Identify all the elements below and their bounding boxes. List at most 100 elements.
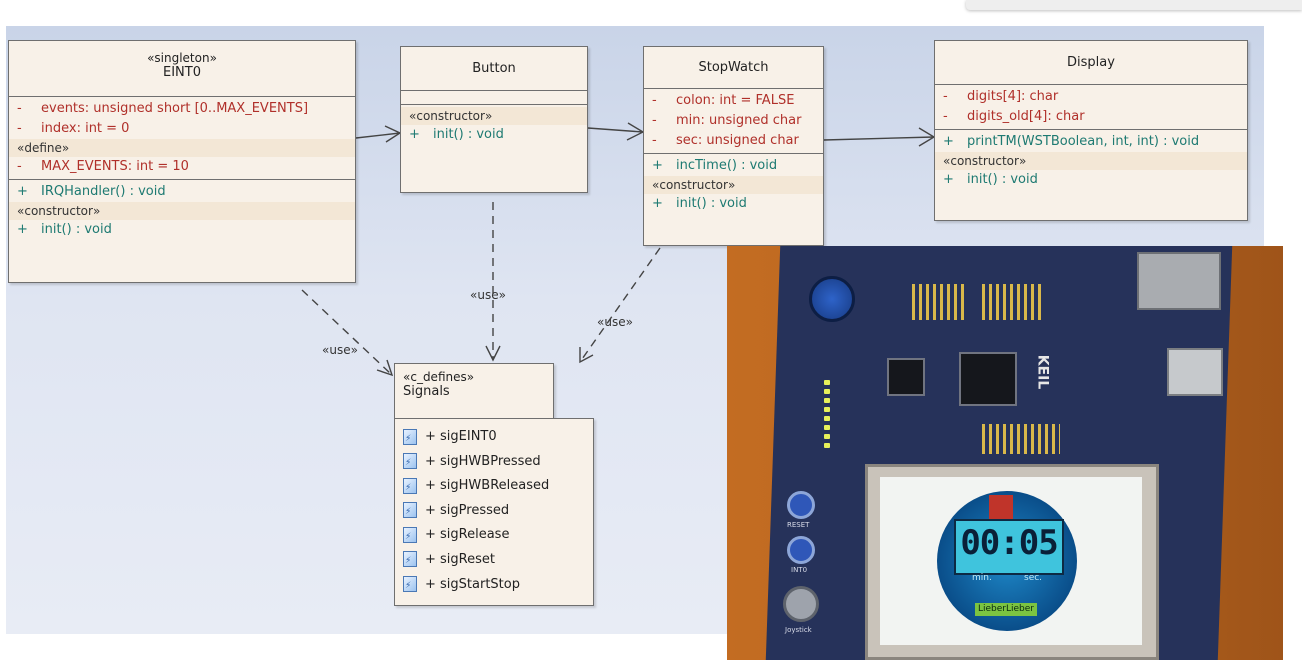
class-eint0-attributes: -events: unsigned short [0..MAX_EVENTS] … [9, 97, 355, 180]
attribute-row: -digits_old[4]: char [943, 109, 1085, 124]
assoc-button-stopwatch [587, 127, 644, 133]
use-eint0-signals-arrowhead [376, 359, 394, 377]
class-eint0-name: EINT0 [163, 65, 201, 80]
use-label-stopwatch: «use» [597, 315, 633, 329]
use-stopwatch-signals-arrowhead [579, 347, 594, 364]
assoc-stopwatch-display [823, 136, 935, 141]
signal-icon [403, 574, 417, 599]
use-button-signals-arrowhead [485, 345, 501, 362]
chip-main [959, 352, 1017, 406]
reset-button [787, 491, 815, 519]
ethernet-port [1137, 252, 1221, 310]
pin-header [982, 424, 1060, 454]
led [824, 398, 830, 403]
signal-icon [403, 525, 417, 549]
pin-header [912, 284, 968, 320]
int0-button [787, 536, 815, 564]
led [824, 434, 830, 439]
board-photo: KEIL RESET INT0 Joystick 00:05 [727, 246, 1283, 660]
class-button-operations: «constructor» +init() : void [401, 105, 587, 147]
class-stopwatch[interactable]: StopWatch -colon: int = FALSE -min: unsi… [643, 46, 824, 246]
signal-icon [403, 451, 417, 476]
signal-item[interactable]: + sigPressed [395, 499, 593, 525]
attribute-row: -min: unsigned char [652, 113, 802, 128]
use-stopwatch-signals [579, 247, 661, 363]
stopwatch-unit-sec: sec. [1024, 573, 1043, 583]
use-label-eint0: «use» [322, 343, 358, 357]
led [824, 443, 830, 448]
joystick [783, 586, 819, 622]
class-stopwatch-attributes: -colon: int = FALSE -min: unsigned char … [644, 89, 823, 154]
potentiometer [809, 276, 855, 322]
class-button-attributes [401, 91, 587, 105]
signal-item[interactable]: + sigEINT0 [395, 425, 593, 451]
led [824, 389, 830, 394]
use-label-button: «use» [470, 288, 506, 302]
signal-item[interactable]: + sigStartStop [395, 573, 593, 599]
constructor-stereotype: «constructor» [935, 152, 1247, 170]
class-eint0-operations: +IRQHandler() : void «constructor» +init… [9, 180, 355, 242]
lcd-module: 00:05 min. sec. LieberLieber [865, 464, 1159, 660]
constructor-row: +init() : void [943, 172, 1038, 187]
led [824, 416, 830, 421]
class-eint0[interactable]: «singleton» EINT0 -events: unsigned shor… [8, 40, 356, 283]
signals-list: + sigEINT0 + sigHWBPressed + sigHWBRelea… [394, 418, 594, 606]
signal-item[interactable]: + sigHWBPressed [395, 450, 593, 476]
led [824, 380, 830, 385]
constructor-row: +init() : void [409, 127, 504, 142]
signal-icon [403, 500, 417, 525]
class-eint0-stereotype: «singleton» [147, 51, 217, 65]
int0-label: INT0 [791, 566, 808, 574]
constructor-row: +init() : void [652, 196, 747, 211]
attribute-row: -events: unsigned short [0..MAX_EVENTS] [17, 101, 309, 116]
use-eint0-signals [301, 289, 393, 376]
signal-item[interactable]: + sigHWBReleased [395, 474, 593, 500]
class-stopwatch-operations: +incTime() : void «constructor» +init() … [644, 154, 823, 216]
reset-label: RESET [787, 521, 810, 529]
led [824, 407, 830, 412]
attribute-row: -index: int = 0 [17, 121, 130, 136]
signal-icon [403, 427, 417, 451]
signals-header[interactable]: «c_defines» Signals [394, 363, 554, 420]
operation-row: +IRQHandler() : void [17, 184, 166, 199]
constructor-stereotype: «constructor» [9, 202, 355, 220]
signal-item[interactable]: + sigRelease [395, 523, 593, 549]
constructor-stereotype: «constructor» [644, 176, 823, 194]
class-display[interactable]: Display -digits[4]: char -digits_old[4]:… [934, 40, 1248, 221]
define-row: -MAX_EVENTS: int = 10 [17, 159, 189, 174]
attribute-row: -digits[4]: char [943, 89, 1059, 104]
usb-port [1167, 348, 1223, 396]
signal-icon [403, 476, 417, 500]
constructor-row: +init() : void [17, 222, 112, 237]
stopwatch-unit-min: min. [972, 573, 992, 583]
class-button-header: Button [401, 47, 587, 91]
signal-item[interactable]: + sigReset [395, 548, 593, 574]
led [824, 425, 830, 430]
class-stopwatch-header: StopWatch [644, 47, 823, 89]
chip-small [887, 358, 925, 396]
stopwatch-time: 00:05 [960, 523, 1058, 563]
operation-row: +printTM(WSTBoolean, int, int) : void [943, 134, 1200, 149]
class-display-attributes: -digits[4]: char -digits_old[4]: char [935, 85, 1247, 130]
operation-row: +incTime() : void [652, 158, 778, 173]
board-brand: KEIL [1034, 354, 1051, 390]
lieberlieber-badge: LieberLieber [975, 603, 1037, 616]
class-eint0-header: «singleton» EINT0 [9, 41, 355, 97]
attribute-row: -sec: unsigned char [652, 133, 799, 148]
lcd-screen: 00:05 min. sec. LieberLieber [880, 477, 1142, 645]
class-display-operations: +printTM(WSTBoolean, int, int) : void «c… [935, 130, 1247, 192]
attribute-row: -colon: int = FALSE [652, 93, 795, 108]
pin-header [982, 284, 1044, 320]
class-button[interactable]: Button «constructor» +init() : void [400, 46, 588, 193]
stopwatch-brand-icon [989, 495, 1013, 519]
define-stereotype: «define» [9, 139, 355, 157]
assoc-eint0-button [355, 132, 401, 139]
signal-icon [403, 549, 417, 574]
signals-stereotype: «c_defines» [403, 370, 475, 384]
joystick-label: Joystick [785, 626, 812, 634]
constructor-stereotype: «constructor» [401, 107, 587, 125]
window-edge [966, 0, 1302, 10]
signals-name: Signals [403, 384, 450, 399]
